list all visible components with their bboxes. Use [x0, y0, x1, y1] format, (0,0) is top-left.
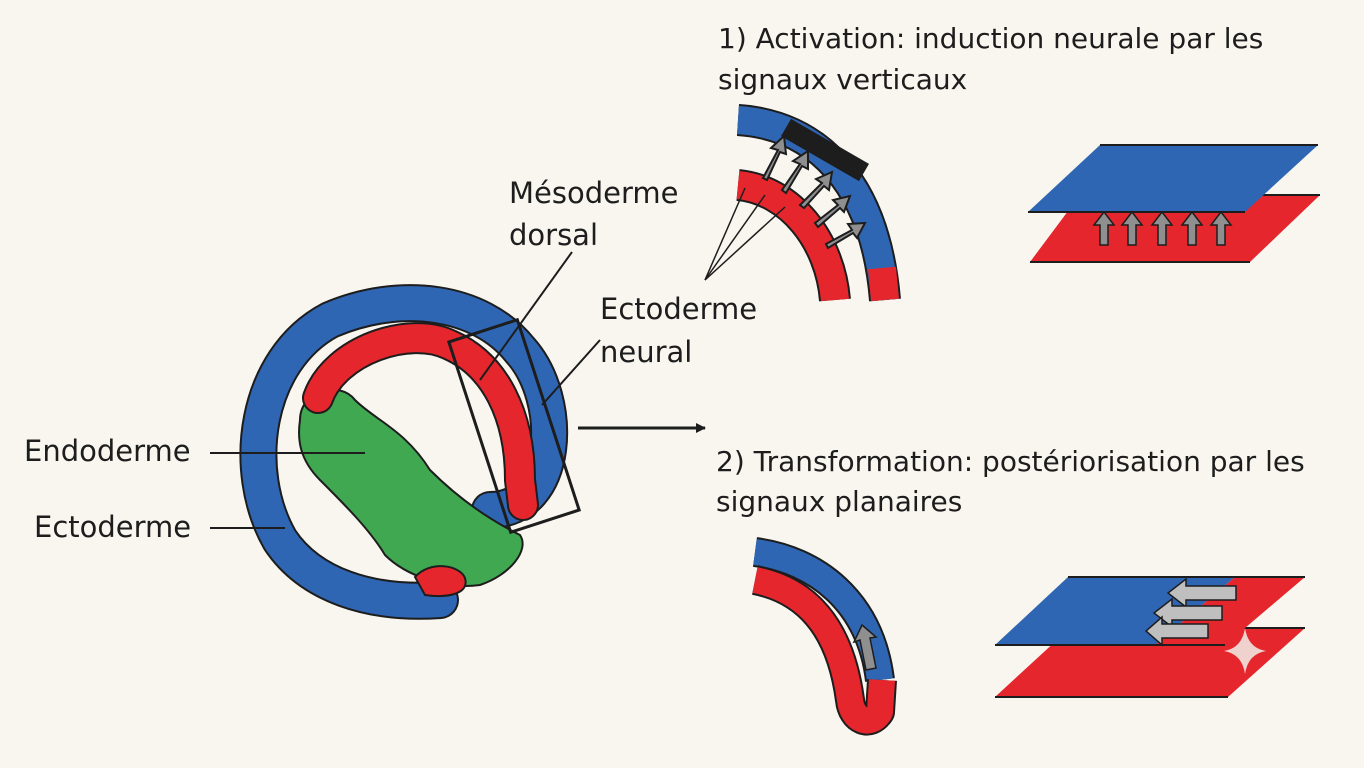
label-endoderm: Endoderme: [24, 434, 191, 468]
transformation-mesoderm-curve-fill: [752, 567, 895, 734]
step1-title-line2: signaux verticaux: [718, 63, 968, 96]
arc-leader-1: [704, 187, 746, 281]
planar-arrow-2: [1152, 597, 1223, 629]
vertical-arrow-5: [824, 221, 867, 250]
sheet-arrow-up-5: [1209, 210, 1233, 246]
label-ectoderm: Ectoderme: [34, 510, 192, 544]
label-mesoderm-dorsal-line2: dorsal: [509, 218, 599, 252]
label-ectoderm-neural-line1: Ectoderme: [600, 292, 758, 326]
label-ectoderm-neural-line2: neural: [600, 335, 693, 369]
leader-lines: [210, 251, 601, 529]
label-mesoderm-dorsal-line1: Mésoderme: [509, 176, 679, 210]
sheet-arrow-up-3: [1150, 210, 1174, 246]
vertical-arrow-1: [761, 133, 788, 182]
ventral-mesoderm-lip: [413, 565, 467, 597]
vertical-arrow-2: [780, 149, 809, 195]
activation-arc-ectoderm-red-tip: [868, 266, 899, 302]
transformation-ectoderm-curve-fill: [752, 539, 893, 682]
step1-title-line1: 1) Activation: induction neurale par les: [718, 22, 1264, 55]
step2-title-line2: signaux planaires: [716, 485, 963, 518]
sparkle-icon: [1224, 628, 1266, 674]
transformation-curve-detail: [751, 537, 897, 736]
activation-arc-mesoderm-fill: [735, 171, 849, 302]
sheet-vertical-arrows: [1092, 210, 1233, 246]
vertical-signal-arrows: [761, 133, 867, 250]
step2-title-line1: 2) Transformation: postériorisation par …: [716, 445, 1305, 478]
sheet-arrow-up-1: [1092, 210, 1116, 246]
arc-leader-3: [704, 206, 786, 281]
neural-ectoderm-leader: [541, 339, 601, 406]
sheet-arrow-up-2: [1120, 210, 1144, 246]
vertical-arrow-3: [798, 170, 834, 210]
planar-arrow-curve: [852, 623, 878, 671]
transformation-sheets: [995, 576, 1305, 698]
zoom-frame: [446, 317, 582, 535]
activation-sheets: [1028, 144, 1320, 263]
vertical-arrow-4: [813, 194, 852, 229]
activation-sheet-ectoderm: [1028, 145, 1318, 212]
planar-signal-arrows: [1144, 577, 1237, 647]
planar-arrow-1: [1166, 577, 1237, 609]
activation-arc-detail: [704, 104, 901, 302]
arc-leader-2: [704, 194, 766, 281]
embryo: [239, 284, 582, 620]
arc-neural-leaders: [704, 187, 786, 281]
planar-arrow-3: [1144, 615, 1209, 647]
sheet-arrow-up-4: [1180, 210, 1204, 246]
endoderm-mass: [298, 388, 524, 587]
signal-source-bar: [781, 118, 869, 182]
mesoderm-leader: [479, 251, 573, 381]
